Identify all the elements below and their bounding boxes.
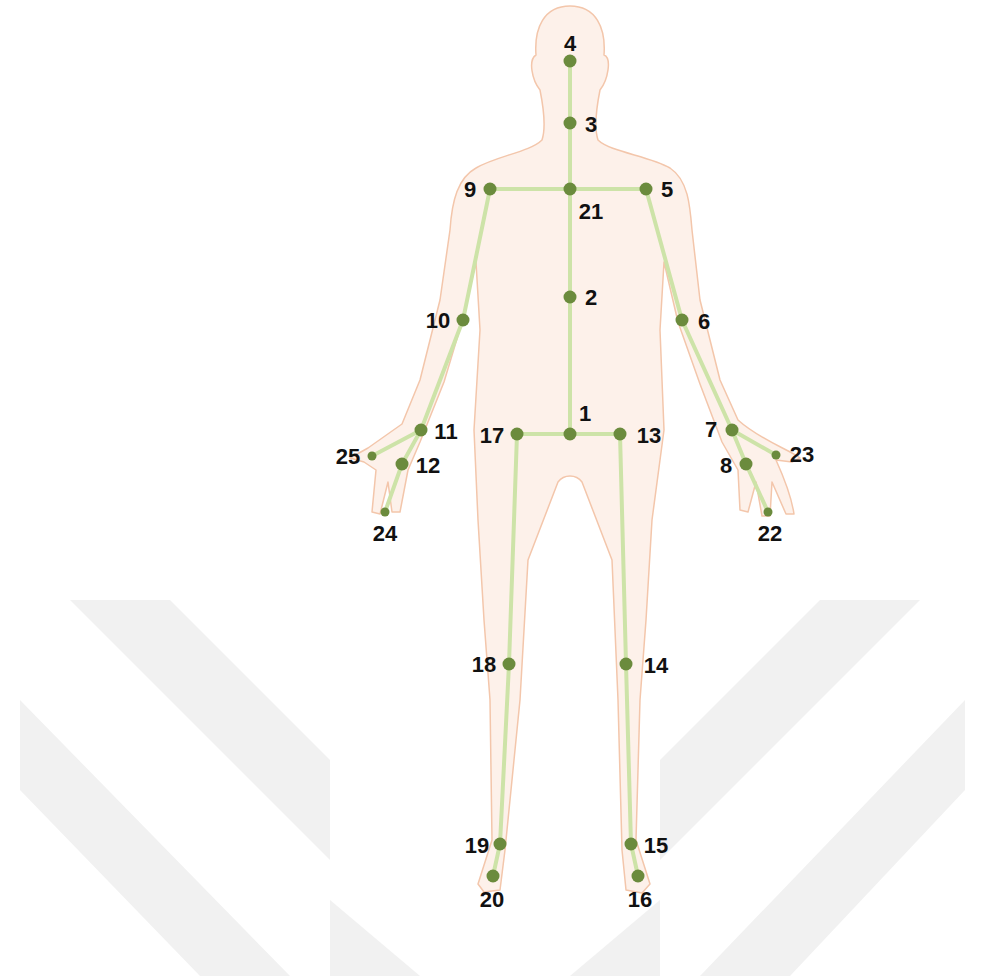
watermark-stripe [570, 900, 660, 976]
callout-number: 12 [416, 455, 440, 477]
joint-dot [494, 838, 507, 851]
callout-number: 19 [465, 835, 489, 857]
body-outline [350, 6, 800, 893]
callout-number: 15 [644, 835, 668, 857]
joint-dot [614, 428, 627, 441]
joint-dot [564, 55, 577, 68]
callout-number: 2 [585, 287, 597, 309]
joint-dot [511, 428, 524, 441]
joint-dot [632, 870, 645, 883]
joint-dot [620, 658, 633, 671]
joint-dot [484, 183, 497, 196]
joint-dot [457, 314, 470, 327]
arm-line [385, 189, 490, 512]
joint-dot [564, 428, 577, 441]
callout-number: 16 [628, 889, 652, 911]
callout-number: 20 [480, 889, 504, 911]
callout-number: 1 [579, 403, 591, 425]
joint-dot [415, 424, 428, 437]
callout-number: 25 [336, 446, 360, 468]
joint-dot [368, 452, 377, 461]
callout-number: 14 [644, 655, 668, 677]
joint-dot [564, 291, 577, 304]
joint-dot [625, 838, 638, 851]
callout-number: 11 [434, 421, 457, 443]
callout-number: 9 [464, 179, 476, 201]
joint-dot [640, 183, 653, 196]
callout-number: 18 [472, 654, 496, 676]
joint-dot [564, 183, 577, 196]
joint-dot [740, 458, 753, 471]
callout-number: 21 [579, 201, 603, 223]
joint-dots [368, 55, 781, 883]
callout-number: 24 [373, 523, 397, 545]
watermark-stripe [700, 700, 965, 976]
arm-line [646, 189, 768, 512]
thumb-line [732, 430, 776, 455]
joint-dot [487, 870, 500, 883]
leg-line [493, 434, 517, 876]
joint-dot [726, 424, 739, 437]
watermark-stripe [330, 900, 420, 976]
joint-dot [503, 658, 516, 671]
callout-number: 13 [637, 425, 661, 447]
callout-number: 5 [661, 179, 673, 201]
joint-dot [381, 508, 390, 517]
callout-number: 6 [698, 311, 710, 333]
callout-number: 10 [426, 310, 450, 332]
leg-line [620, 434, 638, 876]
callout-number: 22 [758, 523, 782, 545]
joint-dot [396, 458, 409, 471]
thumb-line [372, 430, 421, 456]
joint-dot [564, 117, 577, 130]
callout-number: 4 [564, 33, 576, 55]
callout-number: 23 [790, 444, 814, 466]
watermark-stripe [20, 700, 290, 976]
callout-number: 7 [705, 419, 717, 441]
callout-number: 8 [720, 455, 732, 477]
joint-dot [764, 508, 773, 517]
callout-number: 3 [585, 114, 597, 136]
callout-number: 17 [480, 425, 504, 447]
joint-dot [676, 314, 689, 327]
bone-lines [372, 61, 776, 876]
joint-dot [772, 451, 781, 460]
